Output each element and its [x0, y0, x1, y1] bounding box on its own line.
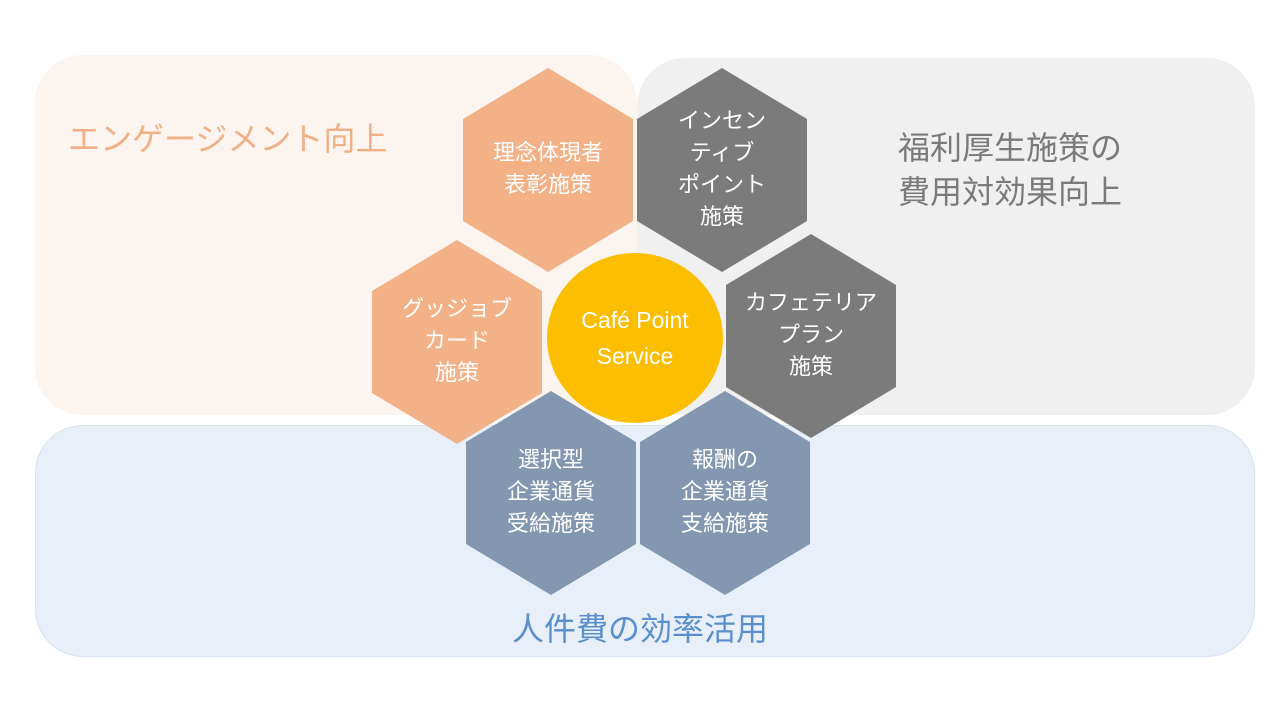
- labor-cost-title: 人件費の効率活用: [511, 610, 768, 648]
- hexagon-label-line: 施策: [699, 205, 744, 230]
- hexagon-label-incentive: インセンティブポイント施策: [637, 106, 807, 234]
- hexagon-label-line: ティブ: [689, 141, 755, 166]
- hexagon-label-cafeteria: カフェテリアプラン施策: [726, 288, 896, 384]
- hexagon-label-line: プラン: [777, 323, 844, 348]
- hexagon-rinen: [463, 68, 633, 272]
- hexagon-label-line: 表彰施策: [503, 173, 592, 198]
- hexagon-sentaku: [466, 391, 636, 595]
- center-line-2: Service: [596, 343, 674, 369]
- hexagon-label-line: カード: [423, 329, 490, 354]
- hexagon-label-line: 支給施策: [680, 512, 769, 537]
- engagement-title: エンゲージメント向上: [68, 120, 388, 158]
- hexagon-label-line: インセン: [677, 109, 766, 134]
- hexagon-label-line: ポイント: [677, 173, 766, 198]
- hexagon-label-line: グッジョブ: [401, 297, 512, 322]
- hexagon-label-line: カフェテリア: [744, 291, 877, 316]
- hexagon-label-line: 報酬の: [691, 448, 758, 473]
- hexagon-label-line: 施策: [788, 355, 833, 380]
- hexagon-label-line: 理念体現者: [492, 141, 603, 166]
- hexagon-goodjob: [372, 240, 542, 444]
- cost-title-line-1: 福利厚生施策の: [898, 129, 1123, 167]
- hexagon-label-housyu: 報酬の企業通貨支給施策: [640, 445, 810, 541]
- hexagon-label-line: 選択型: [517, 448, 584, 473]
- hexagon-label-line: 企業通貨: [506, 480, 595, 505]
- hexagon-label-line: 受給施策: [506, 512, 595, 537]
- cafe-point-service-label: Café Point Service: [547, 253, 723, 423]
- hexagon-label-rinen: 理念体現者表彰施策: [463, 138, 633, 202]
- cafe-point-service-circle: [547, 253, 723, 423]
- cost-title-line-2: 費用対効果向上: [898, 173, 1123, 211]
- hexagon-label-line: 企業通貨: [680, 480, 769, 505]
- hexagon-label-sentaku: 選択型企業通貨受給施策: [466, 445, 636, 541]
- center-line-1: Café Point: [581, 307, 689, 333]
- hexagon-cafeteria: [726, 234, 896, 438]
- hexagon-incentive: [637, 68, 807, 272]
- hexagon-label-line: 施策: [434, 361, 479, 386]
- hexagon-housyu: [640, 391, 810, 595]
- hexagon-label-goodjob: グッジョブカード施策: [372, 294, 542, 390]
- cost-effectiveness-title: 福利厚生施策の 費用対効果向上: [898, 126, 1178, 214]
